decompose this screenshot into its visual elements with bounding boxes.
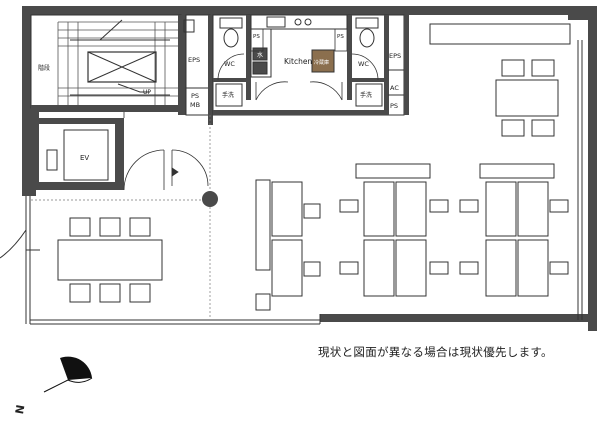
- meeting-table: [57, 217, 163, 303]
- north-label: N: [13, 404, 27, 415]
- label-mb: MB: [190, 101, 200, 109]
- label-stairs: 階段: [38, 64, 50, 72]
- label-wash-left: 手洗: [222, 91, 234, 99]
- service-block: [212, 14, 389, 116]
- label-up: UP: [143, 89, 151, 96]
- label-wc-right: WC: [358, 60, 369, 68]
- label-fixture: 水: [257, 51, 263, 59]
- label-ac: AC: [390, 84, 399, 92]
- disclaimer-note: 現状と図面が異なる場合は現状優先します。: [318, 345, 553, 359]
- label-wc-left: WC: [224, 60, 235, 68]
- label-wash-right: 手洗: [360, 91, 372, 99]
- north-arrow: [43, 356, 93, 402]
- label-ps-small-right: PS: [337, 34, 344, 40]
- label-kitchen: Kitchen: [284, 57, 312, 66]
- label-elevator: EV: [80, 154, 89, 162]
- desk-cluster-1: [255, 179, 321, 311]
- desk-cluster-3: [459, 163, 569, 297]
- label-ps-small-left: PS: [253, 34, 260, 40]
- label-ps-right: PS: [390, 102, 398, 110]
- label-eps-right: EPS: [389, 52, 401, 60]
- column: [202, 191, 218, 207]
- label-ps: PS: [191, 92, 199, 100]
- bottom-wall: [25, 196, 321, 325]
- entrance-doors: [123, 112, 209, 191]
- eps-ps-column: [185, 14, 213, 125]
- label-eps-left: EPS: [188, 56, 200, 64]
- top-right-furniture: [429, 23, 583, 320]
- desk-cluster-2: [339, 163, 449, 297]
- outer-walls: [22, 6, 597, 331]
- elevator: [31, 112, 124, 190]
- right-shafts: [384, 14, 409, 116]
- label-fridge: 冷蔵庫: [314, 59, 329, 66]
- stair-core: [30, 14, 186, 115]
